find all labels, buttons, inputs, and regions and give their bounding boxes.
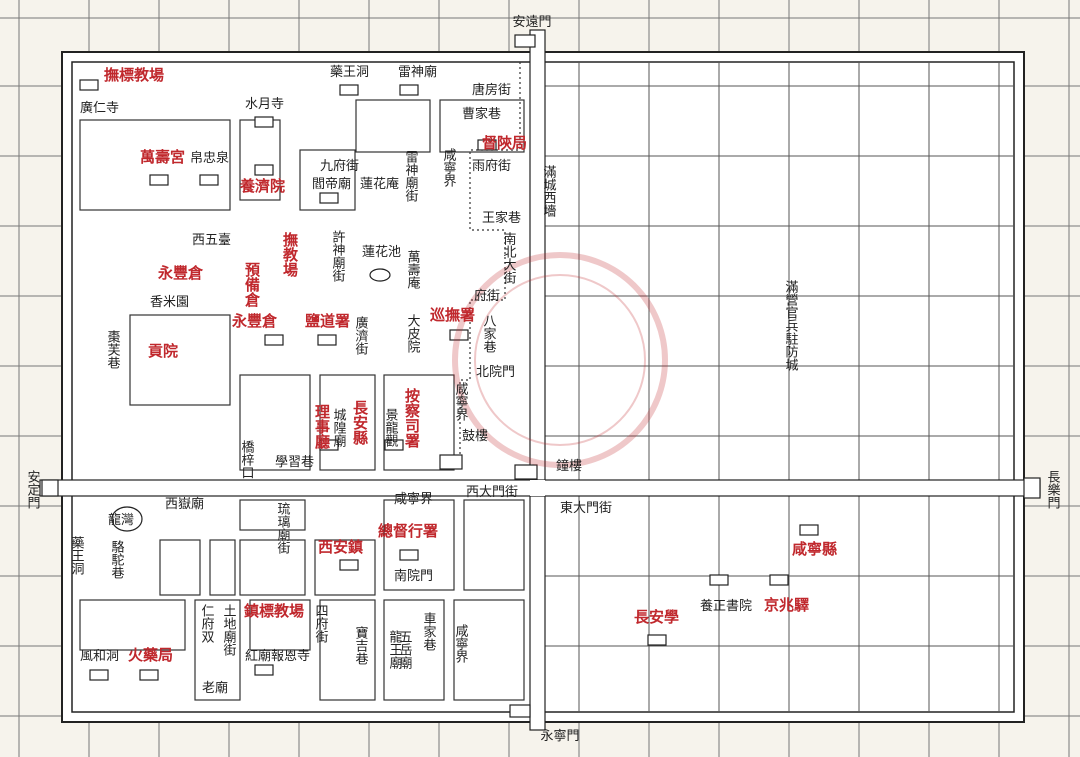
red-seal [452, 252, 668, 468]
south-gate: 永寧門 [540, 728, 579, 744]
label-red: 永豐倉 [157, 264, 204, 282]
label-black: 養正書院 [700, 598, 752, 614]
label-black: 南北大街 [501, 231, 517, 284]
east-gate: 長樂門 [1045, 470, 1061, 510]
label-black: 四府街 [313, 604, 329, 643]
label-black: 咸寧界 [394, 491, 433, 507]
label-black: 雷神廟 [398, 64, 437, 80]
label-black: 北院門 [476, 365, 515, 380]
label-black: 城隍廟 [331, 408, 347, 447]
label-black: 東大門街 [560, 500, 612, 516]
label-red: 火藥局 [128, 646, 173, 664]
label-black: 滿營官兵駐防城 [783, 279, 799, 372]
label-red: 咸寧縣 [792, 540, 837, 558]
building-icons [41, 34, 1041, 718]
label-black: 紅廟報恩寺 [245, 648, 310, 664]
label-black: 駱駝巷 [109, 539, 125, 579]
label-black: 棗芙巷 [105, 330, 121, 369]
label-black: 九府街 [320, 159, 359, 174]
label-black: 景龍觀 [383, 408, 399, 447]
label-black: 廣濟街 [353, 316, 369, 355]
label-black: 老廟 [202, 680, 228, 696]
label-black: 西大門街 [466, 485, 518, 500]
label-black: 咸寧界 [441, 148, 457, 188]
label-red: 理事廳 [313, 404, 331, 450]
west-gate: 安定門 [25, 470, 41, 510]
label-black: 鼓樓 [462, 429, 488, 444]
label-red: 永豐倉 [231, 312, 278, 330]
label-red: 貢院 [148, 342, 178, 360]
label-red: 總督行署 [378, 522, 438, 540]
label-black: 水月寺 [245, 97, 284, 112]
label-black: 西嶽廟 [165, 496, 204, 512]
label-red: 預備倉 [243, 262, 261, 308]
label-red: 鹽道署 [305, 312, 350, 330]
label-black: 雷神廟街 [403, 150, 419, 202]
label-black: 王家巷 [482, 210, 521, 226]
label-black: 寶吉巷 [353, 625, 369, 665]
label-black: 萬壽庵 [405, 250, 421, 289]
main-avenues [39, 29, 1041, 731]
label-red: 長安縣 [351, 400, 369, 446]
label-red: 京兆驛 [764, 596, 809, 614]
label-black: 曹家巷 [462, 106, 501, 122]
label-black: 車家巷 [421, 612, 437, 651]
label-black: 藥王洞 [69, 536, 85, 575]
north-gate: 安遠門 [512, 15, 551, 30]
label-black: 蓮花庵 [360, 176, 399, 192]
label-black: 仁府双 [199, 604, 215, 643]
label-red: 鎮標教場 [244, 602, 304, 620]
label-black: 府街 [474, 289, 500, 304]
label-red: 長安學 [634, 608, 679, 626]
label-black: 龍王廟 [387, 629, 403, 669]
black-labels: 廣仁寺 水月寺 雷神廟 藥王洞 唐房街 曹家巷 九府街 蓮花庵 閻帝廟 雷神廟街… [69, 64, 799, 696]
label-black: 學習巷 [275, 455, 314, 470]
label-black: 香米園 [150, 295, 189, 310]
label-black: 五岳廟 [397, 630, 413, 669]
label-black: 南院門 [394, 568, 433, 584]
label-black: 許神廟街 [330, 230, 346, 282]
label-black: 土地廟街 [221, 604, 237, 656]
label-black: 大皮院 [405, 314, 421, 353]
label-black: 琉璃廟街 [275, 502, 291, 554]
label-black: 蓮花池 [362, 244, 401, 260]
label-red: 撫教場 [281, 231, 299, 278]
label-black: 咸寧界 [453, 624, 469, 664]
label-red: 巡撫署 [430, 306, 475, 324]
label-black: 橋梓口 [239, 440, 255, 479]
red-labels: 撫標教場 萬壽宮 養濟院 撫教場 永豐倉 預備倉 永豐倉 鹽道署 貢院 巡撫署 … [104, 66, 837, 664]
label-red: 西安鎮 [318, 538, 363, 556]
label-black: 滿城西墻 [541, 164, 557, 218]
label-black: 鐘樓 [556, 458, 582, 474]
label-black: 風和洞 [80, 649, 119, 664]
label-black: 咸寧界 [453, 382, 469, 422]
label-red: 按察司署 [403, 387, 421, 448]
label-red: 養濟院 [239, 177, 285, 195]
label-red: 萬壽宮 [140, 148, 185, 166]
label-black: 龍灣 [108, 512, 134, 528]
label-black: 閻帝廟 [312, 176, 351, 192]
label-black: 帛忠泉 [190, 150, 229, 166]
label-black: 唐房街 [472, 82, 511, 98]
label-black: 藥王洞 [330, 65, 369, 80]
label-red: 撫標教場 [104, 66, 164, 84]
label-black: 廣仁寺 [80, 101, 119, 116]
label-black: 西五臺 [192, 233, 231, 248]
label-red: 督陝局 [482, 134, 527, 152]
gate-labels: 安遠門 永寧門 安定門 長樂門 [25, 15, 1061, 744]
label-black: 雨府街 [472, 159, 511, 174]
label-black: 八家巷 [481, 314, 497, 353]
street-blocks [79, 99, 525, 701]
